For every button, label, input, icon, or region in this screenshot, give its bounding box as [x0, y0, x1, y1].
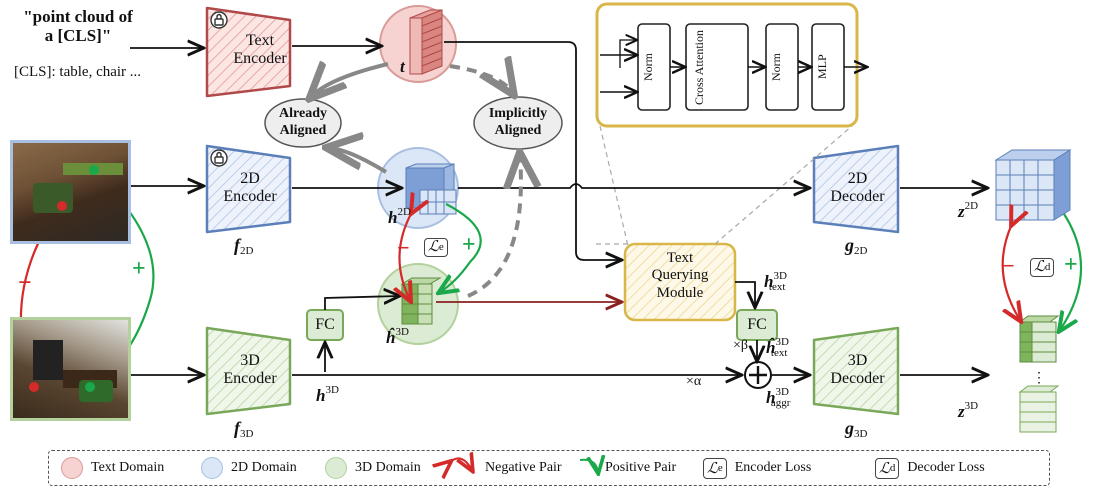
- twod-domain-swatch: [201, 457, 223, 479]
- legend-3d-domain: 3D Domain: [325, 451, 421, 485]
- alpha-symbol: ×α: [686, 374, 702, 389]
- beta-symbol: ×β: [733, 338, 749, 353]
- twod-feature-block: [405, 163, 457, 215]
- htext-symbol: h3Dtext: [764, 270, 787, 293]
- lock-icon-2d-encoder: [210, 149, 228, 167]
- h2d-symbol: h2D: [388, 206, 411, 227]
- rgb-image-bottom: [10, 317, 131, 421]
- twod-encoder-shape: [205, 144, 292, 234]
- threed-domain-swatch: [325, 457, 347, 479]
- encoder-plus: +: [462, 232, 476, 258]
- text-encoder-shape: [205, 6, 292, 98]
- text-domain-swatch: [61, 457, 83, 479]
- legend-positive-pair: Positive Pair: [605, 460, 677, 475]
- legend-text-domain: Text Domain: [61, 451, 164, 485]
- z2d-symbol: z2D: [958, 200, 979, 221]
- z3d-feature-stack-top: [1018, 315, 1060, 363]
- encoder-minus: −: [397, 235, 410, 260]
- decoder-minus: −: [1002, 253, 1015, 278]
- svg-text:⋮: ⋮: [1032, 371, 1046, 386]
- lock-icon-text-encoder: [210, 11, 228, 29]
- text-feature-block: [409, 9, 443, 75]
- h3d-symbol: h3D: [316, 384, 339, 405]
- twod-decoder-shape: [812, 144, 900, 234]
- rgb-image-top: [10, 140, 131, 244]
- threed-decoder-shape: [812, 326, 900, 416]
- legend-negative-pair: Negative Pair: [485, 460, 562, 475]
- legend-negative-icon: [450, 458, 472, 470]
- z2d-feature-cube: [994, 149, 1072, 221]
- f2d-label: f2D: [234, 235, 254, 257]
- attention-norm1-label: Norm: [641, 53, 655, 81]
- prompt-text: "point cloud of a [CLS]": [8, 7, 148, 45]
- z3d-feature-stack-bottom: [1018, 385, 1060, 433]
- fc-right-label: FC: [747, 316, 767, 333]
- f3d-label: f3D: [234, 418, 254, 440]
- htext-hat-symbol: ĥ3Dtext: [766, 336, 789, 359]
- t-symbol: t: [400, 57, 405, 76]
- attention-norm2-label: Norm: [769, 53, 783, 81]
- g3d-label: g3D: [845, 418, 868, 440]
- legend: Text Domain 2D Domain 3D Domain Negative…: [48, 450, 1050, 486]
- prompt-line2: a [CLS]": [44, 25, 112, 45]
- prompt-line1: "point cloud of: [23, 7, 133, 26]
- image-plus: +: [132, 256, 146, 282]
- fc-left-label: FC: [315, 316, 335, 333]
- attention-mlp-label: MLP: [815, 54, 829, 80]
- haggr-symbol: h3Daggr: [766, 386, 791, 409]
- legend-2d-domain: 2D Domain: [201, 451, 297, 485]
- decoder-plus: +: [1064, 252, 1078, 278]
- h3d-hat-symbol: ĥ3D: [386, 326, 409, 347]
- image-minus: −: [18, 270, 32, 296]
- z3d-symbol: z3D: [958, 400, 979, 421]
- threed-encoder-shape: [205, 326, 292, 416]
- attention-cross-label: Cross Attention: [692, 29, 706, 105]
- class-list: [CLS]: table, chair ...: [14, 64, 142, 80]
- legend-positive-icon: [579, 460, 598, 472]
- g2d-label: g2D: [845, 235, 868, 257]
